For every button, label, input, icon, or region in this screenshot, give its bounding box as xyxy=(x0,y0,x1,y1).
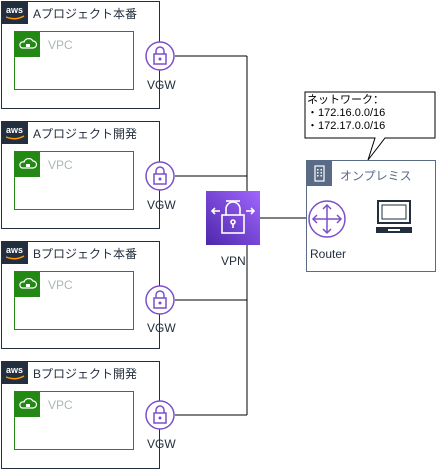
cloud-lock-icon xyxy=(15,32,40,57)
desktop-computer-icon[interactable] xyxy=(374,197,414,237)
svg-text:aws: aws xyxy=(6,125,23,135)
account-label: Aプロジェクト本番 xyxy=(33,7,138,21)
padlock-icon[interactable] xyxy=(145,41,175,71)
vpc-container[interactable]: VPC xyxy=(14,151,134,210)
cloud-lock-icon xyxy=(15,272,40,297)
aws-logo-icon: aws xyxy=(2,122,28,144)
account-label: Bプロジェクト本番 xyxy=(33,247,138,261)
account-b-dev[interactable]: aws Bプロジェクト開発 VPC xyxy=(1,361,160,469)
vgw-label: VGW xyxy=(147,78,176,92)
account-b-prod[interactable]: aws Bプロジェクト本番 VPC xyxy=(1,241,160,349)
account-label: Aプロジェクト開発 xyxy=(33,127,138,141)
svg-text:aws: aws xyxy=(6,5,23,15)
vgw-label: VGW xyxy=(147,437,176,451)
aws-logo-icon: aws xyxy=(2,242,28,264)
router-icon[interactable] xyxy=(307,199,347,239)
office-building-icon xyxy=(307,161,332,186)
vpc-container[interactable]: VPC xyxy=(14,271,134,330)
account-label: Bプロジェクト開発 xyxy=(33,367,138,381)
vgw-label: VGW xyxy=(147,198,176,212)
account-a-dev[interactable]: aws Aプロジェクト開発 VPC xyxy=(1,121,160,229)
vpc-container[interactable]: VPC xyxy=(14,391,134,450)
cloud-lock-icon xyxy=(15,392,40,417)
account-a-prod[interactable]: aws Aプロジェクト本番 VPC xyxy=(1,1,160,109)
svg-text:aws: aws xyxy=(6,245,23,255)
aws-logo-icon: aws xyxy=(2,2,28,24)
vgw-label: VGW xyxy=(147,321,176,335)
vpc-label: VPC xyxy=(48,158,73,172)
vpn-label: VPN xyxy=(221,254,246,268)
vpc-label: VPC xyxy=(48,398,73,412)
vpc-label: VPC xyxy=(48,38,73,52)
padlock-icon[interactable] xyxy=(145,285,175,315)
aws-logo-icon: aws xyxy=(2,362,28,384)
vpn-gateway-icon[interactable] xyxy=(206,191,260,245)
svg-text:aws: aws xyxy=(6,365,23,375)
padlock-icon[interactable] xyxy=(145,161,175,191)
router-label: Router xyxy=(310,247,347,261)
padlock-icon[interactable] xyxy=(145,400,175,430)
onprem-label: オンプレミス xyxy=(340,169,412,183)
note-callout xyxy=(304,91,436,161)
vpc-label: VPC xyxy=(48,278,73,292)
network-note: ネットワーク： ・172.16.0.0/16 ・172.17.0.0/16 xyxy=(307,94,386,132)
vpc-container[interactable]: VPC xyxy=(14,31,134,90)
onprem-group[interactable]: オンプレミス Router xyxy=(306,160,436,272)
cloud-lock-icon xyxy=(15,152,40,177)
